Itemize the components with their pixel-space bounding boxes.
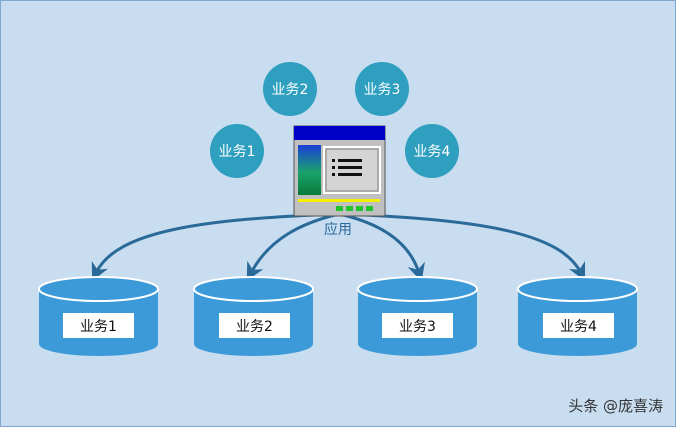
database-2-label: 业务2	[236, 319, 273, 335]
service-circle-1-label: 业务1	[219, 144, 256, 160]
database-3: 业务3	[357, 276, 478, 356]
database-2: 业务2	[193, 276, 314, 356]
arrow-to-db-4	[338, 212, 586, 282]
watermark: 头条 @庞喜涛	[568, 397, 663, 415]
service-circle-3: 业务3	[355, 62, 409, 116]
service-circle-2: 业务2	[263, 62, 317, 116]
service-circle-4-label: 业务4	[414, 144, 451, 160]
database-3-label: 业务3	[399, 319, 436, 335]
list-icon	[332, 159, 362, 176]
database-4-label: 业务4	[560, 319, 597, 335]
arrow-to-db-1	[91, 212, 340, 282]
arrows	[91, 212, 586, 282]
arrow-to-db-3	[338, 212, 425, 282]
arrow-to-db-2	[246, 212, 340, 281]
app-label: 应用	[324, 221, 352, 238]
service-circle-4: 业务4	[405, 124, 459, 178]
service-circle-1: 业务1	[210, 124, 264, 178]
database-1-label: 业务1	[80, 319, 117, 335]
service-circle-3-label: 业务3	[364, 82, 401, 98]
database-4: 业务4	[517, 276, 638, 356]
database-1: 业务1	[38, 276, 159, 356]
service-circle-2-label: 业务2	[272, 82, 309, 98]
app-window-icon	[293, 125, 386, 217]
